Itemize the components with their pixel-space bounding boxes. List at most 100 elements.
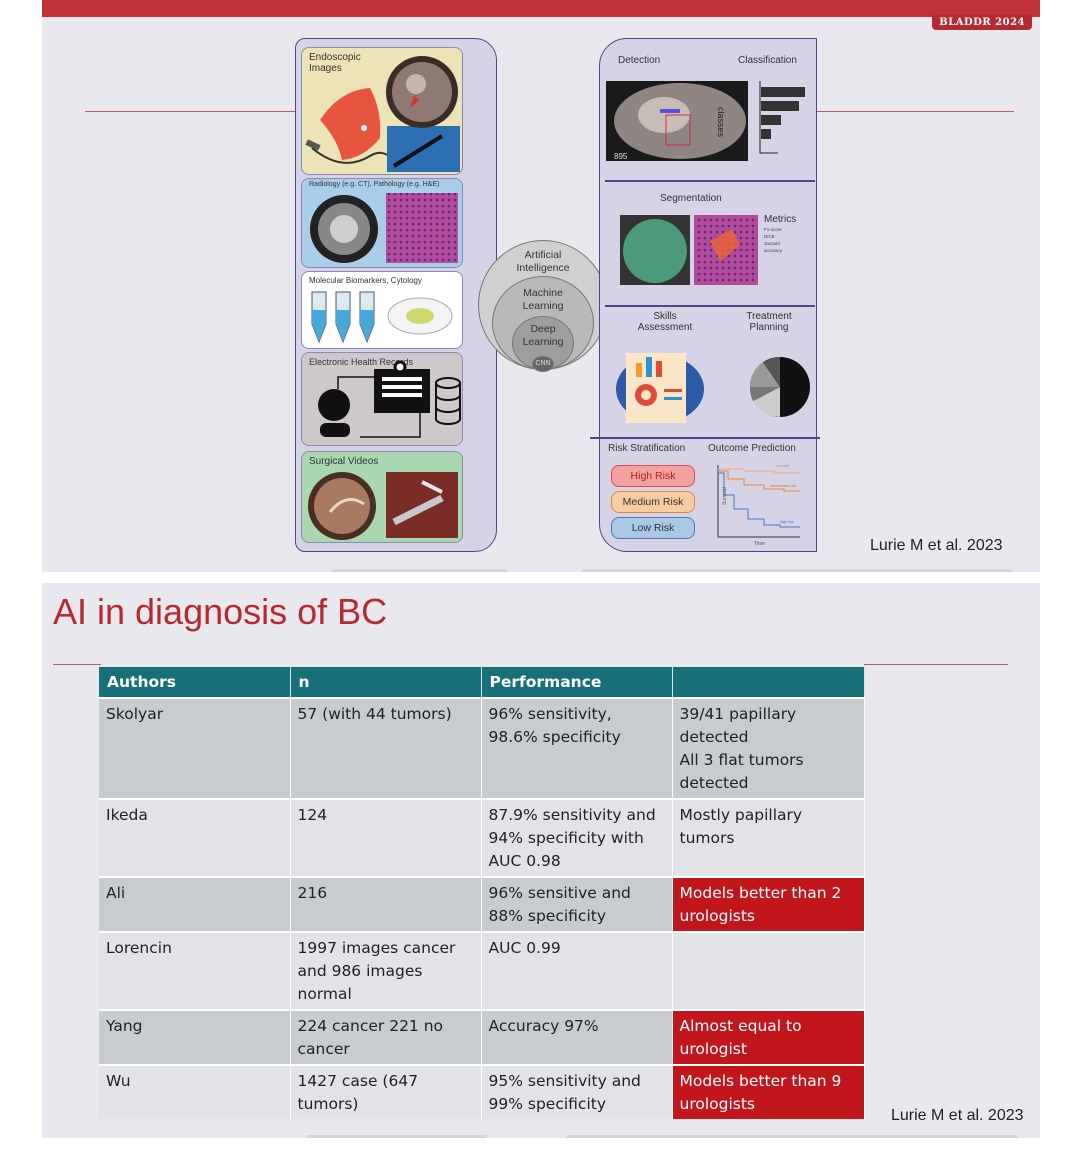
studies-table: Authors n Performance Skolyar 57 (with 4… [99, 667, 865, 1119]
header-authors: Authors [99, 667, 291, 698]
input-label: Electronic Health Records [309, 357, 414, 367]
input-surgical-videos: Surgical Videos [301, 451, 463, 543]
svg-text:Low risk: Low risk [776, 464, 789, 468]
svg-text:Intermediate risk: Intermediate risk [770, 484, 796, 488]
input-molecular-biomarkers: Molecular Biomarkers, Cytology [301, 271, 463, 349]
test-tubes-illustration [311, 291, 453, 344]
low-risk-badge: Low Risk [611, 517, 695, 539]
ring-deep-learning: Deep Learning [512, 316, 574, 370]
cell-n: 216 [290, 876, 482, 932]
slide-edge-artifact [567, 1135, 1017, 1138]
cell-author: Yang [99, 1009, 291, 1065]
slide-title: AI in diagnosis of BC [53, 591, 388, 632]
input-electronic-health-records: Electronic Health Records [301, 352, 463, 446]
classes-axis-label: classes [716, 107, 726, 138]
section-divider [605, 305, 815, 307]
cell-n: 57 (with 44 tumors) [290, 697, 482, 799]
radiology-pathology-images [310, 193, 458, 263]
cell-note-highlighted: Models better than 2 urologists [672, 876, 865, 932]
cell-performance: AUC 0.99 [481, 931, 673, 1010]
divider-right [864, 664, 1008, 665]
input-label: Endoscopic Images [309, 52, 361, 74]
cell-n: 124 [290, 798, 482, 877]
table-citation: Lurie M et al. 2023 [891, 1107, 1024, 1124]
table-row: Ali 216 96% sensitive and 88% specificit… [99, 876, 865, 932]
top-accent-bar [42, 0, 1040, 17]
input-radiology-pathology: Radiology (e.g. CT), Pathology (e.g. H&E… [301, 178, 463, 268]
slide-edge-artifact [582, 569, 1012, 572]
slide-edge-artifact [307, 1135, 487, 1138]
figure-citation: Lurie M et al. 2023 [870, 537, 1003, 554]
health-records-illustration [318, 360, 461, 438]
table-row: Wu 1427 case (647 tumors) 95% sensitivit… [99, 1064, 865, 1119]
svg-text:High risk: High risk [780, 520, 794, 524]
high-risk-badge: High Risk [611, 465, 695, 487]
skills-assessment-label: Skills Assessment [637, 311, 693, 333]
svg-text:DICE: DICE [764, 234, 775, 239]
cell-n: 1997 images cancer and 986 images normal [290, 931, 482, 1010]
section-divider [590, 437, 820, 439]
table-row: Lorencin 1997 images cancer and 986 imag… [99, 931, 865, 1010]
figure-inputs-panel: Endoscopic Images Radiology (e.g. CT), P… [295, 38, 497, 552]
svg-text:Jaccard: Jaccard [764, 241, 780, 246]
divider-left [53, 664, 101, 665]
frame-number: 895 [614, 152, 628, 161]
metrics-label: Metrics [764, 214, 797, 225]
cell-author: Ikeda [99, 798, 291, 877]
detection-classification-illustration: 895 classes [606, 81, 805, 161]
detection-label: Detection [618, 55, 661, 66]
input-label: Radiology (e.g. CT), Pathology (e.g. H&E… [309, 181, 440, 188]
svg-text:accuracy: accuracy [764, 248, 783, 253]
cell-note: 39/41 papillary detected All 3 flat tumo… [672, 697, 865, 799]
table-row: Skolyar 57 (with 44 tumors) 96% sensitiv… [99, 697, 865, 799]
table-header-row: Authors n Performance [99, 667, 865, 698]
cell-note-highlighted: Almost equal to urologist [672, 1009, 865, 1065]
svg-text:Survival: Survival [722, 487, 728, 505]
divider-right [815, 111, 1014, 112]
slide-table: AI in diagnosis of BC Authors n Performa… [42, 583, 1040, 1138]
cell-performance: 96% sensitivity, 98.6% specificity [481, 697, 673, 799]
input-label: Surgical Videos [309, 456, 379, 467]
cell-performance: Accuracy 97% [481, 1009, 673, 1065]
cell-performance: 96% sensitive and 88% specificity [481, 876, 673, 932]
risk-stratification-label: Risk Stratification [608, 443, 686, 454]
cell-n: 1427 case (647 tumors) [290, 1064, 482, 1119]
surgical-video-frames [308, 472, 458, 540]
divider-left [85, 111, 297, 112]
medium-risk-badge: Medium Risk [611, 491, 695, 513]
svg-text:Time: Time [754, 541, 765, 547]
survival-curve-chart: Survival Time Low risk Intermediate risk… [717, 464, 800, 547]
cell-performance: 87.9% sensitivity and 94% specificity wi… [481, 798, 673, 877]
table-row: Yang 224 cancer 221 no cancer Accuracy 9… [99, 1009, 865, 1065]
slide-edge-artifact [332, 569, 507, 572]
header-notes [672, 667, 865, 698]
ring-cnn: CNN [532, 356, 554, 372]
segmentation-illustration: F1-score DICE Jaccard accuracy [620, 215, 783, 285]
treatment-planning-label: Treatment Planning [746, 311, 792, 333]
table-row: Ikeda 124 87.9% sensitivity and 94% spec… [99, 798, 865, 877]
cell-author: Skolyar [99, 697, 291, 799]
classification-label: Classification [738, 55, 797, 66]
ai-hierarchy-diagram: Artificial Intelligence Machine Learning… [478, 240, 608, 372]
cell-note-highlighted: Models better than 9 urologists [672, 1064, 865, 1119]
skills-treatment-illustration [616, 353, 810, 423]
input-label: Molecular Biomarkers, Cytology [309, 276, 422, 285]
cell-performance: 95% sensitivity and 99% specificity [481, 1064, 673, 1119]
outcome-prediction-label: Outcome Prediction [708, 443, 796, 454]
header-n: n [290, 667, 482, 698]
cell-note: Mostly papillary tumors [672, 798, 865, 877]
svg-text:F1-score: F1-score [764, 227, 782, 232]
cell-n: 224 cancer 221 no cancer [290, 1009, 482, 1065]
cell-author: Ali [99, 876, 291, 932]
cell-author: Lorencin [99, 931, 291, 1010]
endoscope-illustration [305, 56, 460, 172]
segmentation-label: Segmentation [660, 193, 722, 204]
header-performance: Performance [481, 667, 673, 698]
cell-note [672, 931, 865, 1010]
section-divider [605, 180, 815, 182]
input-endoscopic-images: Endoscopic Images [301, 47, 463, 175]
slide-figure: BLADDR 2024 Endoscopic Images Radiology … [42, 0, 1040, 572]
cell-author: Wu [99, 1064, 291, 1119]
conference-badge: BLADDR 2024 [932, 15, 1032, 30]
figure-outputs-panel: Detection Classification 895 classes Seg… [590, 38, 820, 552]
